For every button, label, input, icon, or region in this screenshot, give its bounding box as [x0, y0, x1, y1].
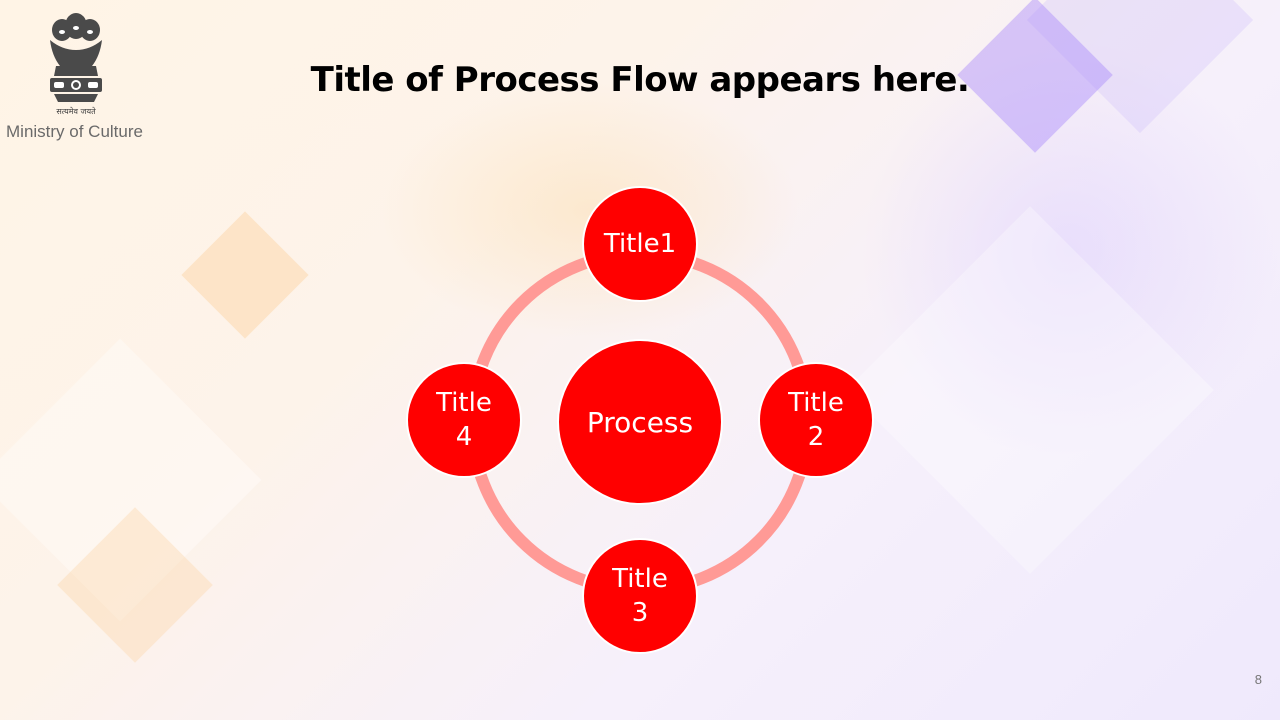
cycle-node-label: Title1 — [603, 228, 677, 259]
cycle-node-label: Title — [788, 387, 844, 418]
cycle-node-label: Title — [612, 563, 668, 594]
organization-name: Ministry of Culture — [6, 122, 143, 141]
cycle-node-number: 2 — [807, 422, 825, 452]
process-center-label: Process — [586, 405, 694, 439]
page-number: 8 — [1254, 672, 1262, 687]
cycle-node-label: Title — [436, 387, 492, 418]
cycle-node-number: 3 — [631, 598, 649, 628]
cycle-node-title1: Title1 — [582, 186, 698, 302]
slide-title: Title of Process Flow appears here. — [310, 60, 970, 100]
cycle-node-title2: Title 2 — [758, 362, 874, 478]
cycle-node-title3: Title 3 — [582, 538, 698, 654]
cycle-node-number: 4 — [455, 422, 473, 452]
process-center-node: Process — [557, 339, 723, 505]
cycle-node-title4: Title 4 — [406, 362, 522, 478]
background-glow-lavender — [860, 40, 1280, 460]
ashoka-emblem-icon: सत्यमेव जयते — [40, 10, 112, 122]
emblem-motto: सत्यमेव जयते — [56, 106, 96, 116]
background-diamond — [181, 211, 309, 339]
